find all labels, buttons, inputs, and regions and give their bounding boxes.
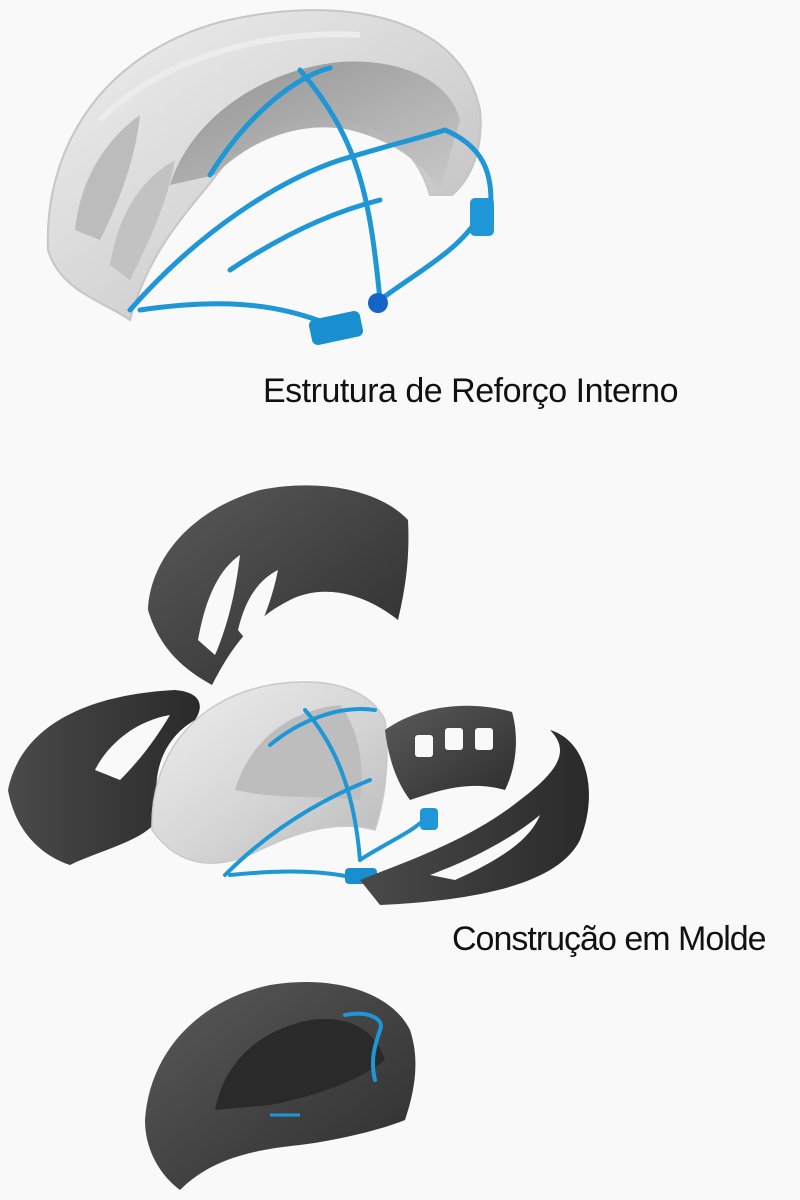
bottom-foam-assembly — [145, 982, 416, 1190]
rear-adjuster-top — [308, 310, 364, 346]
top-foam-part — [148, 485, 409, 685]
top-helmet-assembly — [46, 9, 494, 346]
right-foam-part — [385, 705, 516, 800]
reinforcement-cage-top — [127, 65, 494, 328]
bottom-foam-inner — [215, 1019, 385, 1110]
side-clip-middle — [420, 808, 438, 830]
helmet-vent-1 — [75, 115, 140, 240]
helmet-shell-inner — [170, 61, 460, 190]
right-foam-openings — [415, 728, 493, 757]
fit-dial-top — [368, 293, 388, 313]
rear-foam-part — [360, 730, 589, 905]
rear-foam-vent — [430, 815, 540, 880]
helmet-ridge — [97, 31, 361, 123]
top-foam-vent-1 — [198, 555, 240, 655]
side-clip-top — [470, 198, 494, 236]
bottom-foam-blue-strip — [343, 1011, 383, 1082]
in-mold-construction-label: Construção em Molde — [452, 920, 767, 958]
helmet-vent-2 — [110, 160, 175, 280]
left-foam-vent — [95, 715, 170, 780]
top-foam-vent-2 — [238, 570, 278, 645]
exploded-assembly — [8, 485, 589, 905]
internal-reinforcement-label: Estrutura de Reforço Interno — [263, 372, 679, 410]
middle-shell-inner — [235, 705, 362, 800]
